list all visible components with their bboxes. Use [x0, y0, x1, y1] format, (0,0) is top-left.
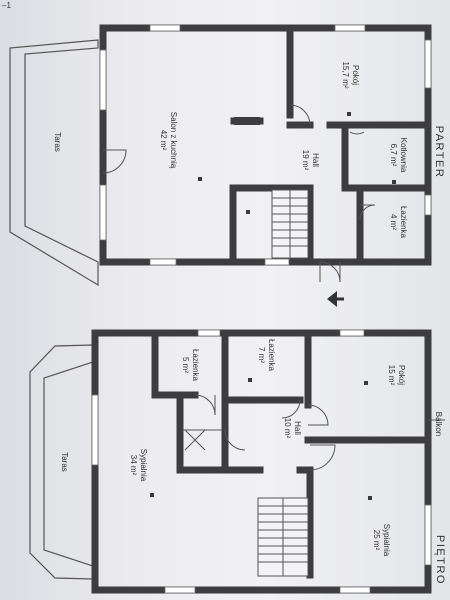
parter-terrace-door	[102, 149, 127, 174]
parter-salon-label: Salon z kuchnią	[169, 112, 178, 169]
parter-wall-stair-top	[229, 184, 314, 266]
parter-outer-wall	[99, 24, 432, 266]
parter-wall-kotlownia	[341, 121, 432, 192]
pietro-wall-sypialnia-left	[176, 391, 229, 474]
pietro-double-door	[183, 429, 222, 451]
pietro-dot-sypialnia2	[368, 496, 372, 500]
pietro-sypialnia2-door	[309, 444, 336, 471]
parter-hall-area: 19 m²	[301, 150, 310, 171]
parter-lazienka-door	[359, 204, 376, 221]
parter-kotlownia-label: Kotłownia	[399, 138, 408, 173]
pietro-window-top-1	[197, 329, 221, 337]
pietro-window-bottom-1	[164, 586, 196, 594]
pietro-lazienka-area: 5 m²	[181, 357, 190, 373]
parter-window-top-1	[149, 24, 181, 32]
pietro-lazienka-door	[194, 394, 216, 416]
parter-window-bottom-1	[149, 258, 177, 266]
pietro-pokoj-label: Pokój	[397, 365, 406, 385]
pietro-balcony-label: Balkon	[434, 412, 443, 436]
pietro-sypialnia2-label: Sypialnia	[382, 524, 391, 557]
parter-pokoj-label: Pokój	[351, 65, 360, 85]
parter-section-title: PARTER	[433, 126, 445, 179]
pietro-lazienka-label: Łazienka	[191, 349, 200, 382]
parter-stairs	[271, 189, 309, 259]
pietro-terrace-label: Taras	[60, 452, 69, 472]
parter-window-right-2	[424, 194, 432, 216]
pietro-pokoj-door	[307, 404, 329, 426]
parter-lazienka-area: 4 m²	[389, 214, 398, 230]
parter-pokoj-area: 15,7 m²	[341, 61, 350, 88]
parter-salon-area: 42 m²	[159, 130, 168, 151]
parter-lazienka-label: Łazienka	[399, 206, 408, 239]
parter-kotlownia-area: 6,7 m²	[389, 144, 398, 167]
parter-plan: Taras Salon z kuchnią 42 m² Pokój 15,7 m…	[9, 24, 445, 307]
parter-window-left-1	[99, 49, 107, 111]
parter-dot-kotlownia	[392, 180, 396, 184]
pietro-sypialnia-label: Sypialnia	[139, 449, 148, 482]
parter-terrace-outline	[9, 39, 99, 287]
pietro-sypialnia-door	[224, 429, 246, 451]
pietro-window-left-1	[91, 394, 99, 466]
pietro-plan: Taras Sypialnia 34 m² Łazienka 5 m² Łazi…	[29, 329, 446, 594]
pietro-stairs	[257, 497, 309, 577]
parter-entrance-door	[319, 261, 341, 283]
pietro-outer-wall	[91, 329, 432, 594]
parter-window-right-1	[424, 39, 432, 89]
parter-hall-label: Hall	[311, 153, 320, 167]
parter-window-top-2	[334, 24, 366, 32]
pietro-window-right-1	[424, 504, 432, 566]
page-mark: –1	[2, 1, 11, 10]
parter-window-bottom-2	[264, 258, 290, 266]
pietro-pokoj-area: 15 m²	[387, 365, 396, 386]
pietro-sypialnia2-area: 25 m²	[372, 530, 381, 551]
pietro-section-title: PIĘTRO	[434, 535, 446, 585]
pietro-window-top-2	[339, 329, 365, 337]
parter-dot-hall	[246, 210, 250, 214]
pietro-hall-label: Hall	[293, 421, 302, 435]
parter-window-left-2	[99, 184, 107, 241]
parter-terrace-label: Taras	[53, 132, 62, 152]
pietro-lazienka2-door	[281, 399, 301, 419]
pietro-lazienka2-area: 7 m²	[257, 347, 266, 363]
parter-dot-pokoj	[347, 112, 351, 116]
pietro-lazienka2-label: Łazienka	[267, 339, 276, 372]
pietro-hall-area: 10 m²	[283, 418, 292, 439]
parter-pokoj-door	[289, 104, 311, 126]
parter-chimney-block	[234, 117, 260, 125]
pietro-dot-pokoj	[364, 381, 368, 385]
pietro-dot-sypialnia	[150, 493, 154, 497]
parter-kotlownia-door	[349, 131, 365, 135]
pietro-window-bottom-2	[339, 586, 371, 594]
pietro-sypialnia-area: 34 m²	[129, 455, 138, 476]
pietro-dot-lazienka2	[248, 378, 252, 382]
parter-dot-salon	[198, 177, 202, 181]
